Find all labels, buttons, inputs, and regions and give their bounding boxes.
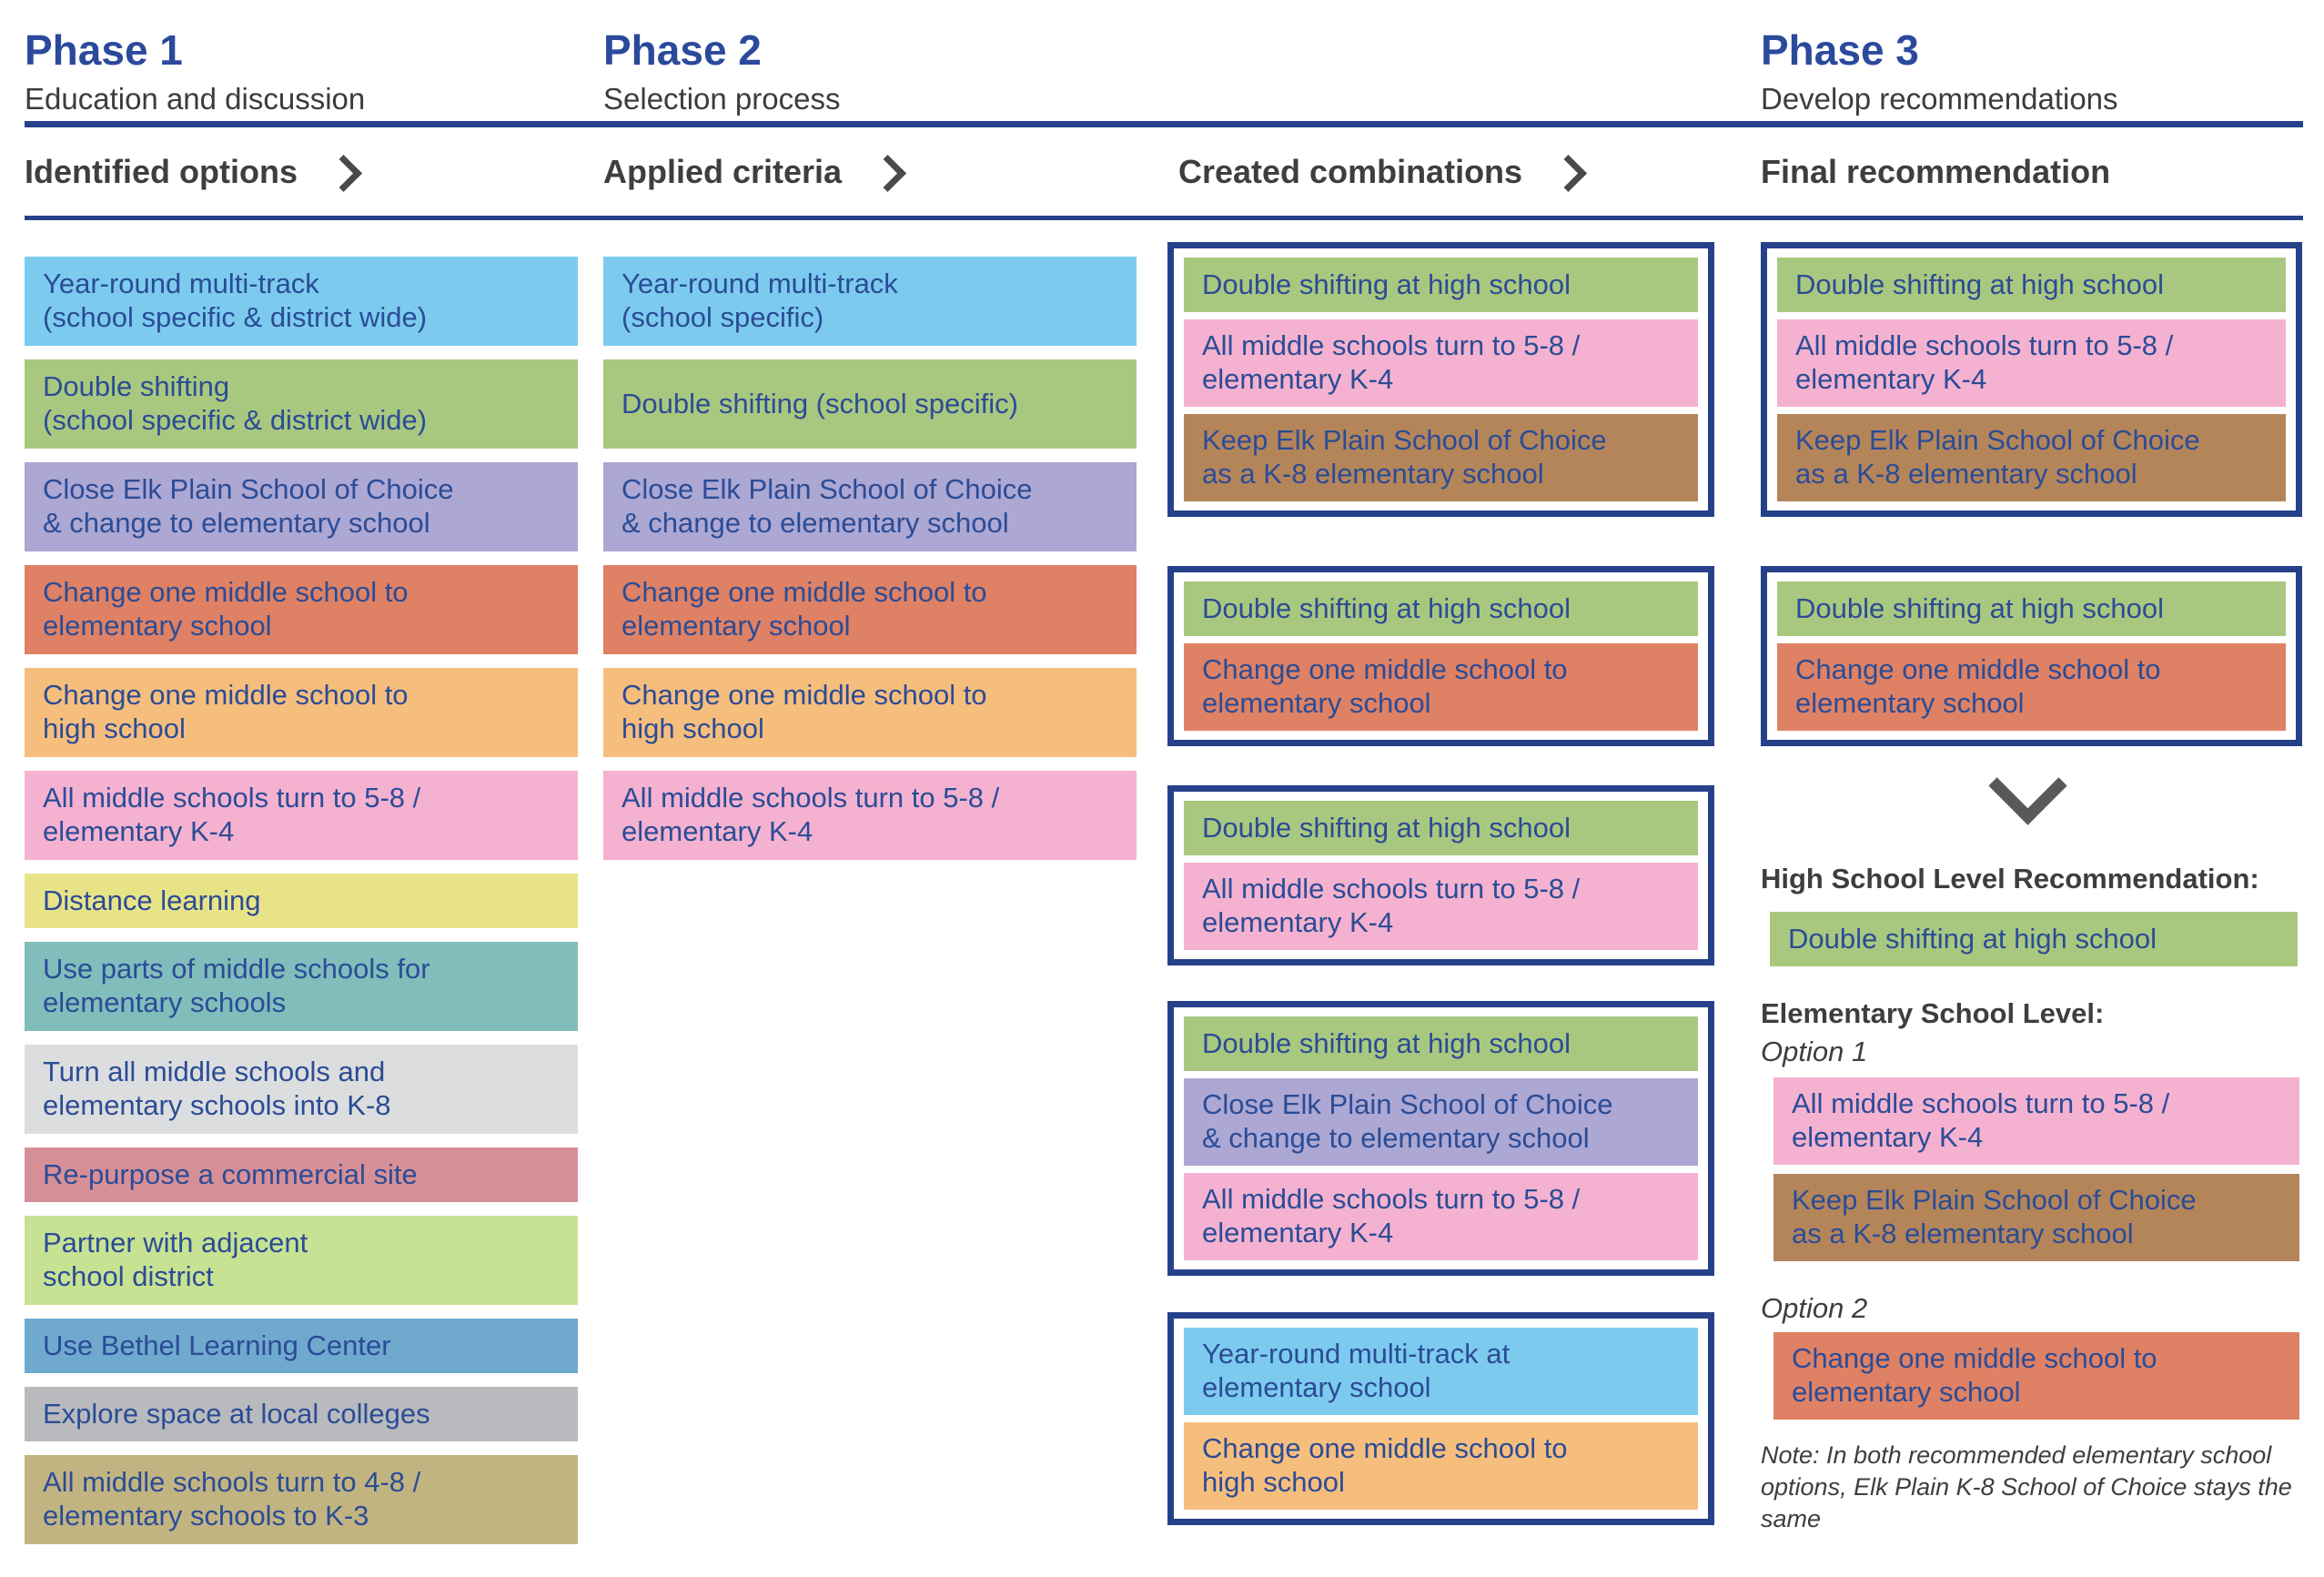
option-box: Re-purpose a commercial site	[25, 1147, 578, 1202]
column-header-identified-options: Identified options	[25, 153, 362, 192]
option-box: All middle schools turn to 5-8 / element…	[1184, 1173, 1698, 1260]
recommendation-group: Double shifting at high school All middl…	[1761, 242, 2302, 517]
recommendation-group: Double shifting at high school Change on…	[1761, 566, 2302, 746]
option-box: Year-round multi-track (school specific …	[25, 257, 578, 346]
option-box: Use Bethel Learning Center	[25, 1319, 578, 1373]
option-box: Turn all middle schools and elementary s…	[25, 1045, 578, 1134]
high-school-recommendation-heading: High School Level Recommendation:	[1761, 863, 2259, 895]
option-box: Double shifting at high school	[1184, 801, 1698, 855]
option-box: Double shifting (school specific)	[603, 359, 1137, 449]
applied-criteria-column: Year-round multi-track (school specific)…	[603, 257, 1137, 860]
combination-group: Double shifting at high school All middl…	[1167, 785, 1714, 965]
column-header-label: Applied criteria	[603, 153, 843, 190]
combination-group: Double shifting at high school Change on…	[1167, 566, 1714, 746]
combination-group: Year-round multi-track at elementary sch…	[1167, 1312, 1714, 1525]
option-box: All middle schools turn to 5-8 / element…	[1773, 1077, 2299, 1165]
option-box: Partner with adjacent school district	[25, 1216, 578, 1305]
option-box: All middle schools turn to 5-8 / element…	[603, 771, 1137, 860]
column-header-created-combinations: Created combinations	[1178, 153, 1588, 192]
option-box: Close Elk Plain School of Choice & chang…	[603, 462, 1137, 551]
phase-1-title: Phase 1	[25, 26, 183, 74]
column-header-label: Created combinations	[1178, 153, 1523, 190]
phase-2-subtitle: Selection process	[603, 82, 841, 116]
option-box: Double shifting at high school	[1184, 258, 1698, 312]
identified-options-column: Year-round multi-track (school specific …	[25, 257, 578, 1544]
option-box: All middle schools turn to 5-8 / element…	[1184, 319, 1698, 407]
chevron-right-icon	[869, 154, 907, 192]
option-box: Double shifting at high school	[1770, 912, 2298, 966]
phase-1-subtitle: Education and discussion	[25, 82, 366, 116]
column-header-final-recommendation: Final recommendation	[1761, 153, 2110, 191]
option-box: Double shifting at high school	[1777, 258, 2286, 312]
option-box: Double shifting (school specific & distr…	[25, 359, 578, 449]
option-box: Keep Elk Plain School of Choice as a K-8…	[1184, 414, 1698, 501]
option-box: Change one middle school to elementary s…	[1773, 1332, 2299, 1420]
divider-top	[25, 121, 2303, 127]
chevron-down-icon	[1988, 746, 2067, 825]
option-box: All middle schools turn to 5-8 / element…	[25, 771, 578, 860]
phase-2-title: Phase 2	[603, 26, 762, 74]
option-box: Change one middle school to elementary s…	[603, 565, 1137, 654]
option-box: Close Elk Plain School of Choice & chang…	[1184, 1078, 1698, 1166]
option-box: Distance learning	[25, 874, 578, 928]
footnote: Note: In both recommended elementary sch…	[1761, 1441, 2292, 1533]
phase-3-subtitle: Develop recommendations	[1761, 82, 2118, 116]
option-box: Year-round multi-track (school specific)	[603, 257, 1137, 346]
column-header-applied-criteria: Applied criteria	[603, 153, 907, 192]
divider-headers	[25, 216, 2303, 220]
column-header-label: Final recommendation	[1761, 153, 2111, 190]
elementary-school-level-heading: Elementary School Level:	[1761, 997, 2105, 1029]
combination-group: Double shifting at high school All middl…	[1167, 242, 1714, 517]
option-box: All middle schools turn to 5-8 / element…	[1777, 319, 2286, 407]
option-box: All middle schools turn to 4-8 / element…	[25, 1455, 578, 1544]
column-header-label: Identified options	[25, 153, 298, 190]
option-box: Year-round multi-track at elementary sch…	[1184, 1328, 1698, 1415]
option-box: Change one middle school to high school	[1184, 1422, 1698, 1510]
option-box: Use parts of middle schools for elementa…	[25, 942, 578, 1031]
option-box: Keep Elk Plain School of Choice as a K-8…	[1773, 1174, 2299, 1261]
option-box: Double shifting at high school	[1184, 581, 1698, 636]
option-1-label: Option 1	[1761, 1036, 1868, 1067]
option-box: Change one middle school to elementary s…	[1777, 643, 2286, 731]
option-2-label: Option 2	[1761, 1292, 1868, 1324]
option-box: Explore space at local colleges	[25, 1387, 578, 1441]
final-recommendation-column: Double shifting at high school All middl…	[1761, 0, 2302, 1577]
option-box: Double shifting at high school	[1184, 1016, 1698, 1071]
chevron-right-icon	[324, 154, 362, 192]
option-box: Double shifting at high school	[1777, 581, 2286, 636]
option-box: Close Elk Plain School of Choice & chang…	[25, 462, 578, 551]
option-box: Change one middle school to elementary s…	[1184, 643, 1698, 731]
option-box: Change one middle school to high school	[603, 668, 1137, 757]
option-box: All middle schools turn to 5-8 / element…	[1184, 863, 1698, 950]
created-combinations-column: Double shifting at high school All middl…	[1167, 0, 1714, 1577]
combination-group: Double shifting at high school Close Elk…	[1167, 1001, 1714, 1276]
option-box: Keep Elk Plain School of Choice as a K-8…	[1777, 414, 2286, 501]
option-box: Change one middle school to elementary s…	[25, 565, 578, 654]
option-box: Change one middle school to high school	[25, 668, 578, 757]
phase-3-title: Phase 3	[1761, 26, 1919, 74]
